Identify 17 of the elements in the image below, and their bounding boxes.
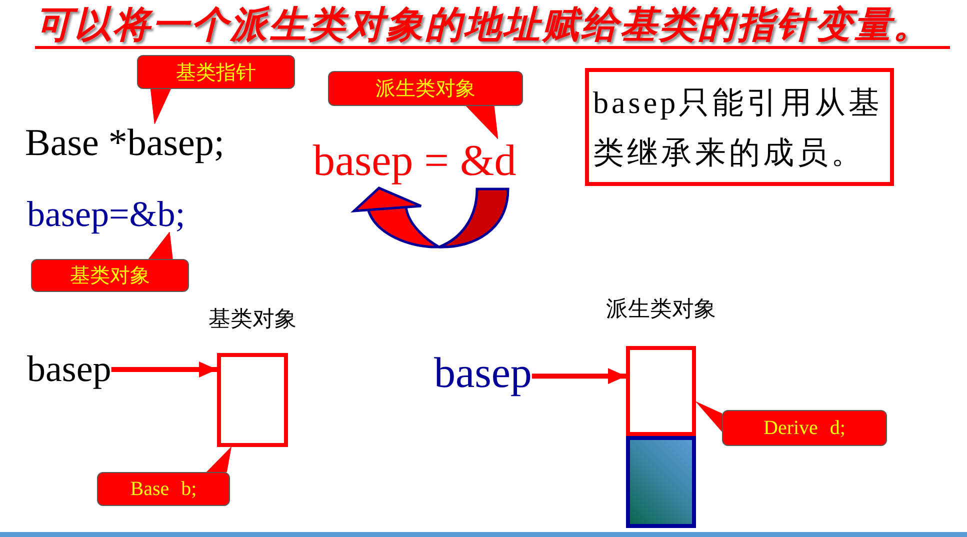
note-panel: basep只能引用从基类继承来的成员。 [585,68,894,186]
callout-pointer [148,232,173,260]
callout-pointer [206,446,232,472]
block-heading: 基类对象 [208,308,296,330]
arrow [532,368,626,384]
code-text: Base *basep; [25,124,224,162]
code-text: basep [434,352,532,395]
arrow [111,362,217,378]
shaded-block [626,436,696,528]
code-text: basep=&b; [27,196,186,232]
slide-title: 可以将一个派生类对象的地址赋给基类的指针变量。 [35,4,950,49]
callout-pointer [466,106,498,140]
callout-pointer [150,88,171,124]
callout-pointer [696,402,722,432]
code-text: basep [27,351,112,388]
block-heading: 派生类对象 [606,298,716,320]
code-text: basep = &d [313,139,516,183]
